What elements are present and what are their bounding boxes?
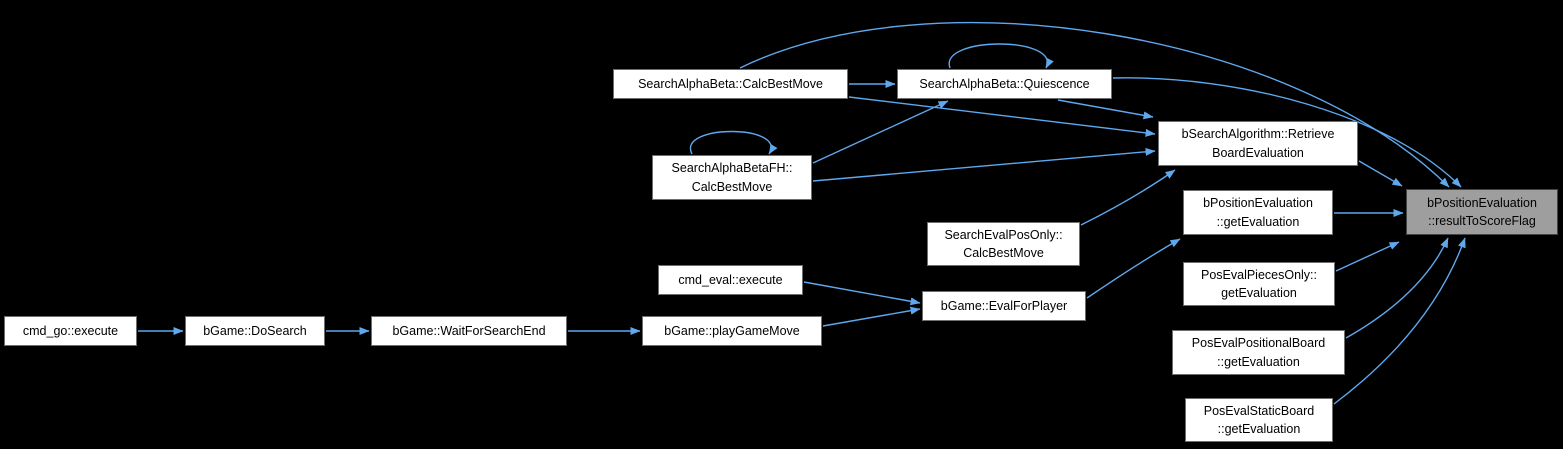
graph-node-label: bGame::EvalForPlayer xyxy=(940,298,1068,313)
graph-edge-positional_geteval-to-bpe_resulttoscoreflag xyxy=(1345,237,1449,339)
graph-node-label: SearchAlphaBetaFH:: xyxy=(671,161,793,175)
graph-node-label: ::resultToScoreFlag xyxy=(1428,214,1536,228)
graph-node-label: PosEvalStaticBoard xyxy=(1203,403,1315,418)
graph-node-label: SearchAlphaBeta::CalcBestMove xyxy=(638,76,823,91)
graph-node-label: bSearchAlgorithm::Retrieve xyxy=(1181,127,1335,141)
graph-node-bgame_playgamemove[interactable]: bGame::playGameMove xyxy=(642,316,822,346)
graph-edge-retrieve_boardeval-to-bpe_resulttoscoreflag xyxy=(1358,160,1403,187)
graph-edge-sab_quiescence-to-sab_quiescence xyxy=(948,43,1054,69)
graph-node-label: CalcBestMove xyxy=(691,179,773,194)
graph-node-label: cmd_go::execute xyxy=(22,323,119,338)
graph-edge-piecesonly_geteval-to-bpe_resulttoscoreflag xyxy=(1335,241,1400,272)
graph-edge-staticboard_geteval-to-bpe_resulttoscoreflag xyxy=(1333,237,1466,405)
graph-node-sepo_calcbestmove[interactable]: SearchEvalPosOnly::CalcBestMove xyxy=(927,222,1080,266)
graph-edge-fh_calcbestmove-to-fh_calcbestmove xyxy=(689,130,778,155)
graph-edge-cmd_eval_execute-to-bgame_evalforplayer xyxy=(803,281,921,306)
graph-node-label: SearchEvalPosOnly:: xyxy=(944,227,1063,242)
graph-node-label: BoardEvaluation xyxy=(1212,145,1304,160)
graph-node-bpe_getevaluation[interactable]: bPositionEvaluation::getEvaluation xyxy=(1183,190,1333,235)
graph-node-label: PosEvalPositionalBoard xyxy=(1191,336,1326,350)
graph-edge-sab_calcbestmove-to-retrieve_boardeval xyxy=(848,96,1156,137)
graph-edge-bgame_playgamemove-to-bgame_evalforplayer xyxy=(822,306,921,327)
graph-node-sab_calcbestmove[interactable]: SearchAlphaBeta::CalcBestMove xyxy=(613,69,848,99)
graph-node-label: ::getEvaluation xyxy=(1217,354,1300,369)
graph-edge-fh_calcbestmove-to-sab_quiescence xyxy=(812,100,949,164)
graph-edge-bgame_evalforplayer-to-bpe_getevaluation xyxy=(1086,238,1181,299)
graph-node-bgame_dosearch[interactable]: bGame::DoSearch xyxy=(185,316,325,346)
graph-node-label: ::getEvaluation xyxy=(1217,422,1301,436)
graph-node-label: bGame::DoSearch xyxy=(203,323,307,338)
graph-node-bgame_evalforplayer[interactable]: bGame::EvalForPlayer xyxy=(922,291,1086,321)
graph-node-fh_calcbestmove[interactable]: SearchAlphaBetaFH::CalcBestMove xyxy=(652,155,812,200)
graph-node-label: ::getEvaluation xyxy=(1216,214,1300,229)
graph-node-piecesonly_geteval[interactable]: PosEvalPiecesOnly::getEvaluation xyxy=(1183,262,1335,306)
graph-node-label: bGame::playGameMove xyxy=(664,323,800,338)
graph-node-label: bGame::WaitForSearchEnd xyxy=(392,323,546,338)
graph-node-bpe_resulttoscoreflag[interactable]: bPositionEvaluation::resultToScoreFlag xyxy=(1406,189,1558,235)
graph-edge-sepo_calcbestmove-to-retrieve_boardeval xyxy=(1080,169,1176,226)
graph-node-label: SearchAlphaBeta::Quiescence xyxy=(919,76,1090,91)
graph-edge-sab_quiescence-to-bpe_resulttoscoreflag xyxy=(1112,77,1462,188)
graph-node-cmd_eval_execute[interactable]: cmd_eval::execute xyxy=(658,265,803,295)
graph-node-positional_geteval[interactable]: PosEvalPositionalBoard::getEvaluation xyxy=(1172,330,1345,375)
graph-node-cmd_go_execute[interactable]: cmd_go::execute xyxy=(4,316,137,346)
graph-node-label: bPositionEvaluation xyxy=(1427,195,1537,210)
graph-node-staticboard_geteval[interactable]: PosEvalStaticBoard::getEvaluation xyxy=(1185,398,1333,442)
graph-node-bgame_waitforsearchend[interactable]: bGame::WaitForSearchEnd xyxy=(371,316,567,346)
graph-node-label: CalcBestMove xyxy=(963,246,1044,260)
graph-node-label: bPositionEvaluation xyxy=(1203,196,1313,210)
graph-edge-fh_calcbestmove-to-retrieve_boardeval xyxy=(812,147,1156,182)
graph-node-label: PosEvalPiecesOnly:: xyxy=(1200,267,1318,282)
graph-node-label: getEvaluation xyxy=(1221,286,1297,300)
graph-node-label: cmd_eval::execute xyxy=(678,272,783,287)
graph-node-sab_quiescence[interactable]: SearchAlphaBeta::Quiescence xyxy=(897,69,1112,99)
graph-edge-sab_quiescence-to-retrieve_boardeval xyxy=(1057,99,1154,120)
